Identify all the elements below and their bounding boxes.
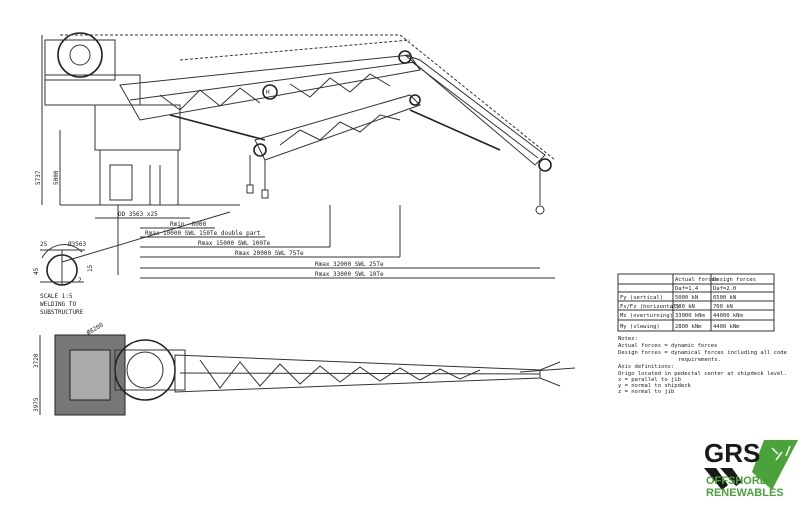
- dim-od: OD 3563 x25: [118, 211, 158, 218]
- notes: Notes: Actual forces = dynamic forces De…: [618, 336, 787, 395]
- table-header: Actual forces: [675, 277, 718, 283]
- radius-label: Rmax 33000 SWL 10Te: [315, 271, 384, 278]
- dim-height-2: 5000: [53, 170, 60, 185]
- svg-text:5000 kN: 5000 kN: [675, 295, 698, 301]
- logo-offshore-text: OFFSHORE: [706, 475, 767, 487]
- logo-wedge-icon: [752, 440, 798, 490]
- table-subheader: Daf=2.0: [713, 286, 736, 292]
- plan-dim-a: 3720: [33, 353, 40, 368]
- detail-dim: 2: [78, 277, 82, 284]
- radius-label: Rmax 10000 SWL 150Te double part: [145, 230, 261, 237]
- plan-dim-b: 3975: [33, 397, 40, 412]
- svg-text:My (slewing): My (slewing): [620, 324, 660, 330]
- table-row: My (slewing) 2800 kNm 4400 kNm: [620, 324, 740, 330]
- logo-spark-icon: [771, 445, 791, 461]
- logo-chevron-icon: [704, 468, 728, 490]
- logo-renewables-text: RENEWABLES: [706, 487, 784, 499]
- svg-text:4400 kNm: 4400 kNm: [713, 324, 740, 330]
- note-line: requirements.: [678, 357, 721, 363]
- table-header: Design forces: [713, 277, 756, 283]
- svg-text:Mz (overturning): Mz (overturning): [620, 313, 673, 319]
- grs-logo: GRS OFFSHORE RENEWABLES: [704, 438, 798, 499]
- detail-dim: 25: [40, 241, 48, 248]
- axis-line: y = normal to shipdeck: [618, 383, 692, 389]
- axis-line: x = parallel to jib: [618, 377, 681, 383]
- table-row: Fx/Fz (horizontal) 580 kN 700 kN: [620, 304, 733, 310]
- crane-plan: 3720 3975 Ø8200: [33, 321, 576, 416]
- note-line: Actual forces = dynamic forces: [618, 343, 717, 349]
- detail-caption: WELDING TO: [40, 301, 77, 308]
- plan-dim-r: Ø8200: [86, 321, 105, 336]
- forces-table: Actual forces Design forces Daf=1.4 Daf=…: [617, 273, 775, 332]
- detail-dim: Ø3563: [68, 241, 86, 248]
- svg-text:2800 kNm: 2800 kNm: [675, 324, 702, 330]
- detail-caption: SCALE 1:5: [40, 293, 73, 300]
- svg-text:Fy (vertical): Fy (vertical): [620, 295, 663, 301]
- svg-text:700 kN: 700 kN: [713, 304, 733, 310]
- detail-dim: 15: [87, 264, 94, 272]
- notes-title: Notes:: [618, 336, 638, 342]
- dim-height-1: 5737: [35, 170, 42, 185]
- table-row: Fy (vertical) 5000 kN 6500 kN: [620, 295, 736, 301]
- weld-detail: 25 Ø3563 45 15 2 SCALE 1:5 WELDING TO SU…: [33, 211, 231, 316]
- radius-label: Rmax 32000 SWL 25Te: [315, 261, 384, 268]
- detail-caption: SUBSTRUCTURE: [40, 309, 84, 316]
- radius-label: Rmax 20000 SWL 75Te: [235, 250, 304, 257]
- boom-logo-h: H: [266, 89, 270, 96]
- axis-line: z = normal to jib: [618, 389, 674, 395]
- crane-elevation: H 5737 5000 OD 3563 x25 Rmin ~6000 Rmax …: [35, 32, 556, 279]
- detail-dim: 45: [33, 267, 40, 275]
- svg-text:44000 kNm: 44000 kNm: [713, 313, 743, 319]
- axis-line: Origo located in pedestal center at ship…: [618, 371, 787, 377]
- svg-text:Fx/Fz (horizontal): Fx/Fz (horizontal): [620, 304, 680, 310]
- table-subheader: Daf=1.4: [675, 286, 699, 292]
- svg-text:580 kN: 580 kN: [675, 304, 695, 310]
- note-line: Design forces = dynamical forces includi…: [618, 350, 787, 356]
- table-row: Mz (overturning) 33000 kNm 44000 kNm: [620, 313, 743, 319]
- axis-title: Axis definitions:: [618, 364, 674, 370]
- logo-grs-text: GRS: [704, 438, 760, 468]
- svg-text:6500 kN: 6500 kN: [713, 295, 736, 301]
- svg-text:33000 kNm: 33000 kNm: [675, 313, 705, 319]
- radius-label: Rmax 15000 SWL 100Te: [198, 240, 271, 247]
- logo-chevron-icon: [720, 468, 742, 486]
